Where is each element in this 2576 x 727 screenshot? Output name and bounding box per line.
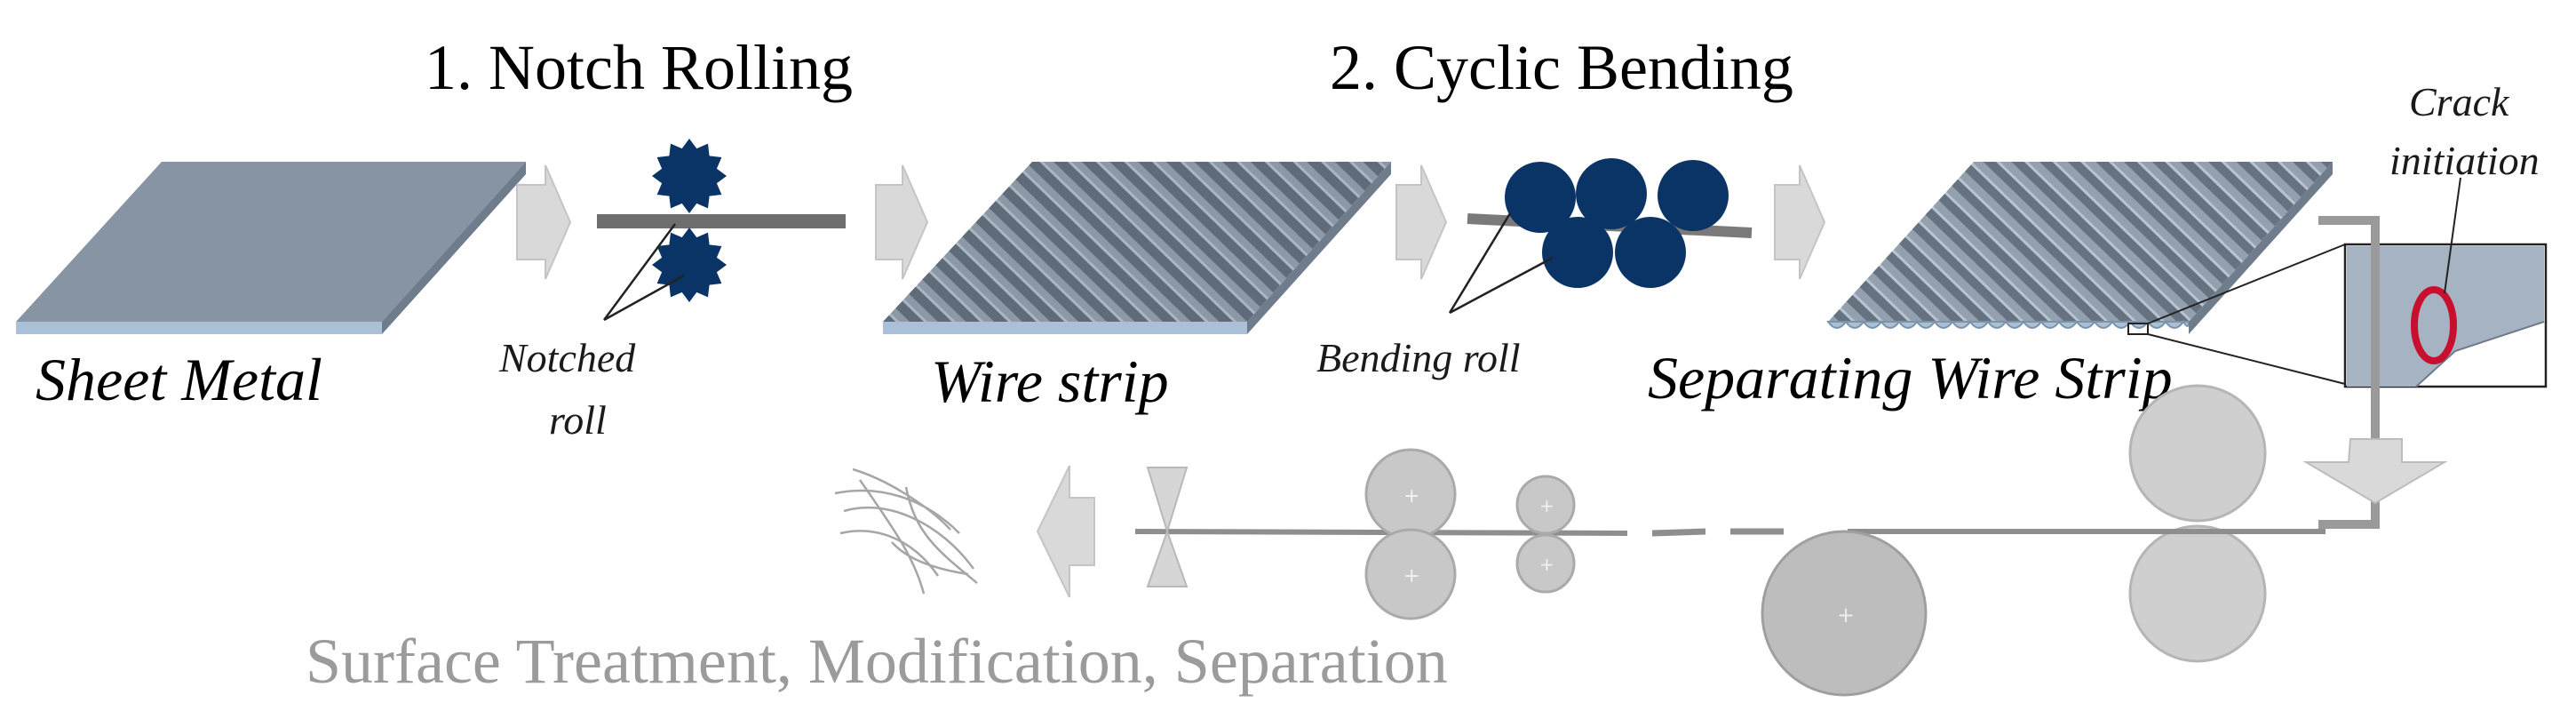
- notched-roll-label-line1: Notched: [498, 335, 636, 380]
- separating-wire-strip-label: Separating Wire Strip: [1648, 344, 2173, 411]
- bending-roll-label: Bending roll: [1316, 335, 1521, 380]
- bending-roll-icon: [1658, 160, 1729, 231]
- roll-icon: [1364, 528, 1457, 620]
- large-roll-icon: [2128, 384, 2267, 523]
- center-mark: +: [1403, 485, 1419, 507]
- process-arrow: [516, 164, 572, 280]
- process-arrow: [1774, 164, 1826, 280]
- large-roll-icon: [2128, 524, 2267, 663]
- process-arrow: [1395, 164, 1448, 280]
- return-path: [2302, 216, 2448, 529]
- crack-inset: [2343, 177, 2548, 388]
- separating-wire-strip-illustration: [1826, 162, 2346, 385]
- center-mark: +: [1837, 603, 1855, 627]
- bending-roll-icon: [1615, 217, 1686, 288]
- bending-roll-icon: [1576, 158, 1647, 229]
- notched-roll-illustration: [597, 139, 846, 322]
- center-mark: +: [1539, 554, 1554, 575]
- center-mark: +: [1403, 565, 1419, 587]
- cutter-icon: [1146, 529, 1189, 587]
- small-roll-icon: [1515, 475, 1576, 535]
- loose-wires-icon: [834, 467, 978, 595]
- process-arrow-left: [1036, 465, 1095, 598]
- step1-heading: 1. Notch Rolling: [425, 32, 853, 103]
- coil-icon: [1761, 530, 1928, 697]
- cutter-icon: [1146, 467, 1189, 535]
- sheet-metal-label: Sheet Metal: [36, 346, 322, 413]
- sheet-metal-illustration: [16, 162, 526, 334]
- notched-roll-label-line2: roll: [549, 397, 607, 443]
- wire-strip-label: Wire strip: [931, 348, 1169, 415]
- crack-initiation-marker: [2411, 286, 2457, 364]
- bottom-process-label: Surface Treatment, Modification, Separat…: [306, 626, 1448, 697]
- process-arrow: [875, 164, 929, 280]
- bending-roll-illustration: [1448, 158, 1753, 315]
- bending-roll-icon: [1542, 217, 1613, 288]
- center-mark: +: [1539, 495, 1554, 516]
- small-roll-icon: [1515, 533, 1576, 594]
- wire-strip-illustration: [883, 162, 1391, 334]
- step2-heading: 2. Cyclic Bending: [1330, 32, 1793, 103]
- crack-label-line2: initiation: [2389, 138, 2540, 183]
- bending-roll-icon: [1505, 162, 1576, 233]
- notched-roll-top-icon: [652, 139, 727, 213]
- grey-rollers: + + + + +: [1036, 384, 2326, 697]
- crack-label-line1: Crack: [2409, 79, 2510, 124]
- down-arrow-icon: [2302, 438, 2448, 505]
